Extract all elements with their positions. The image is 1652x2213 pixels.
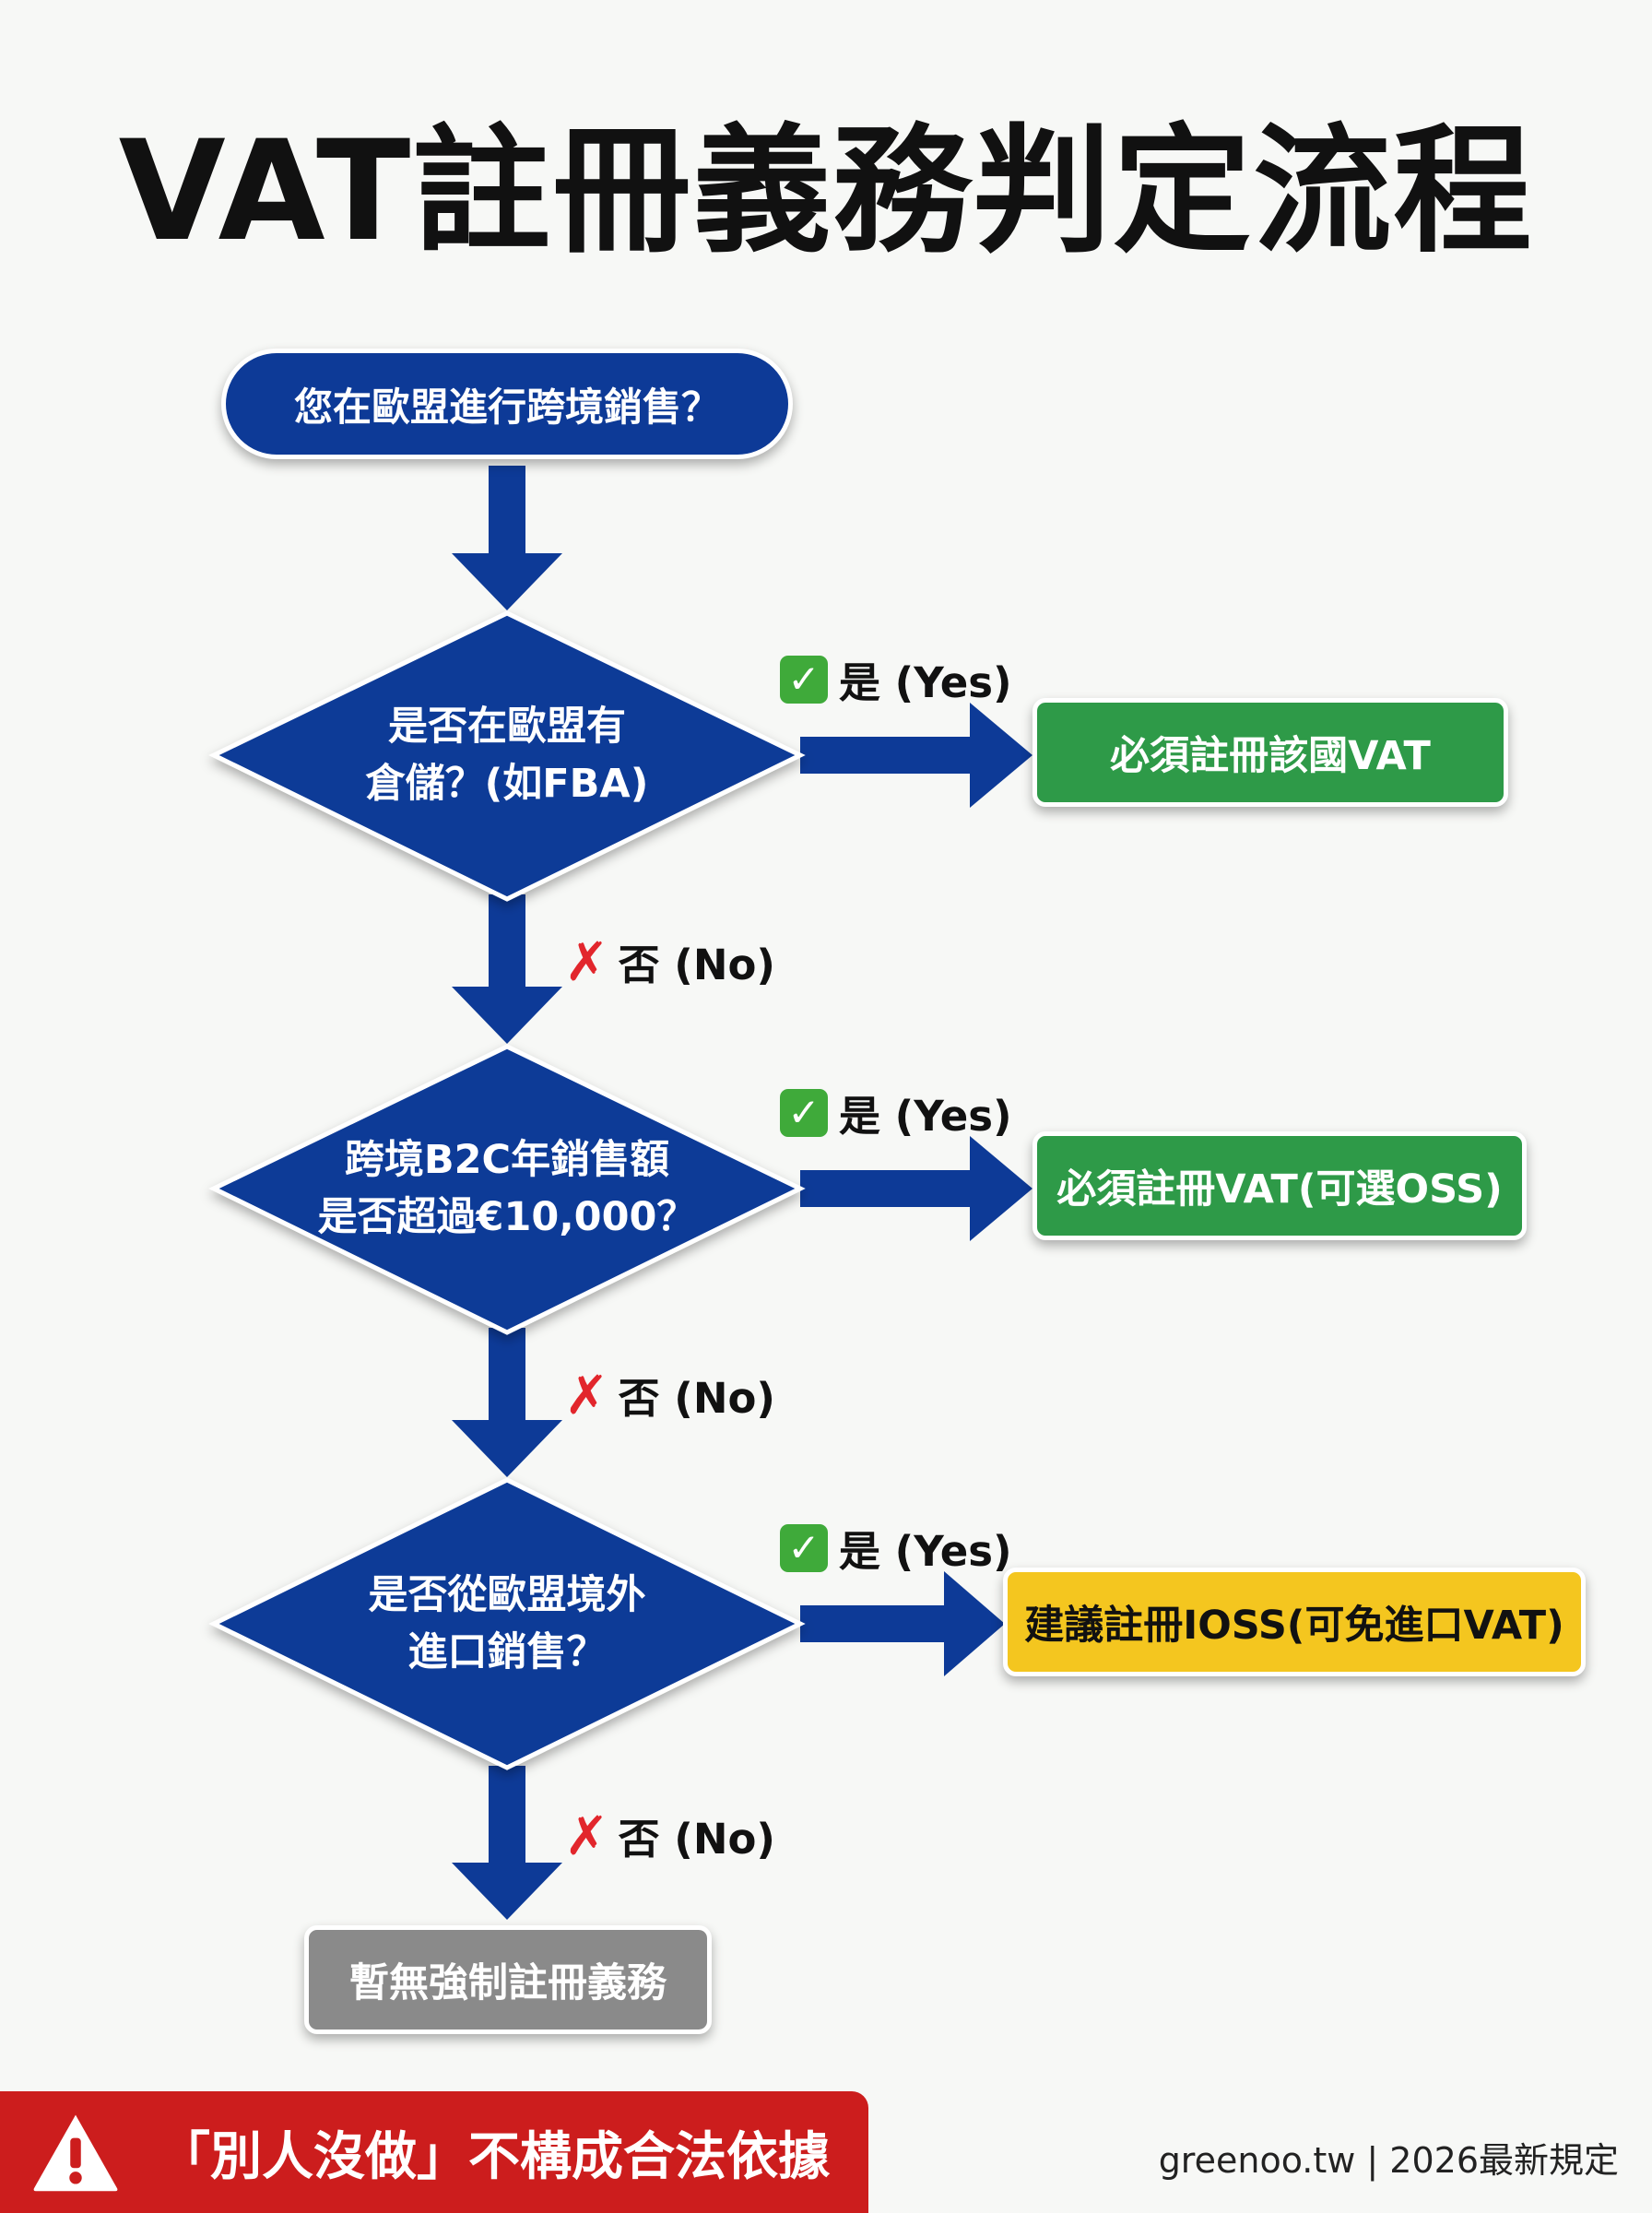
no-label-3: ✗ 否 (No) (564, 1805, 775, 1865)
warning-banner: 「別人沒做」不構成合法依據 (0, 2091, 868, 2213)
no-label-1: ✗ 否 (No) (564, 931, 775, 991)
start-node: 您在歐盟進行跨境銷售？ (221, 349, 793, 459)
yes-text-3: 是 (Yes) (839, 1527, 1012, 1576)
decision-1-line1: 是否在歐盟有 (388, 704, 626, 750)
cross-icon: ✗ (564, 929, 609, 993)
final-result-box: 暫無強制註冊義務 (304, 1925, 712, 2034)
decision-2-line2: 是否超過€10,000？ (317, 1194, 697, 1240)
result-box-3: 建議註冊IOSS(可免進口VAT) (1003, 1568, 1586, 1676)
decision-diamond-3 (208, 1477, 806, 1770)
footer-source: greenoo.tw | 2026最新規定 (1158, 2140, 1619, 2181)
yes-text-1: 是 (Yes) (839, 658, 1012, 707)
yes-label-3: ✓ 是 (Yes) (780, 1518, 1012, 1578)
decision-label-3: 是否從歐盟境外 進口銷售？ (295, 1567, 719, 1681)
no-text-1: 否 (No) (618, 941, 775, 989)
warning-icon (33, 2114, 118, 2192)
down-arrow-3 (452, 1328, 562, 1477)
cross-icon: ✗ (564, 1363, 609, 1426)
right-arrow-1 (800, 703, 1032, 808)
check-icon: ✓ (780, 1523, 828, 1572)
down-arrow-4 (452, 1766, 562, 1920)
decision-diamond-2 (208, 1044, 806, 1335)
yes-label-1: ✓ 是 (Yes) (780, 649, 1012, 709)
down-arrow-1 (452, 466, 562, 610)
decision-2-line1: 跨境B2C年銷售額 (344, 1137, 670, 1183)
result-box-2: 必須註冊VAT(可選OSS) (1032, 1131, 1527, 1240)
decision-1-line2: 倉儲？(如FBA) (365, 761, 649, 807)
decision-3-line2: 進口銷售？ (407, 1629, 607, 1675)
right-arrow-3 (800, 1571, 1005, 1676)
yes-text-2: 是 (Yes) (839, 1092, 1012, 1141)
cross-icon: ✗ (564, 1804, 609, 1867)
page-title: VAT註冊義務判定流程 (118, 112, 1534, 272)
result-box-1: 必須註冊該國VAT (1032, 698, 1508, 807)
decision-label-1: 是否在歐盟有 倉儲？(如FBA) (295, 698, 719, 812)
yes-label-2: ✓ 是 (Yes) (780, 1083, 1012, 1142)
check-icon: ✓ (780, 1088, 828, 1137)
no-text-3: 否 (No) (618, 1815, 775, 1864)
decision-diamond-1 (208, 610, 806, 902)
no-label-2: ✗ 否 (No) (564, 1365, 775, 1425)
decision-3-line1: 是否從歐盟境外 (368, 1572, 646, 1618)
right-arrow-2 (800, 1136, 1032, 1241)
check-icon: ✓ (780, 655, 828, 704)
no-text-2: 否 (No) (618, 1374, 775, 1423)
warning-text: 「別人沒做」不構成合法依據 (159, 2126, 830, 2187)
down-arrow-2 (452, 894, 562, 1044)
decision-label-2: 跨境B2C年銷售額 是否超過€10,000？ (295, 1131, 719, 1246)
